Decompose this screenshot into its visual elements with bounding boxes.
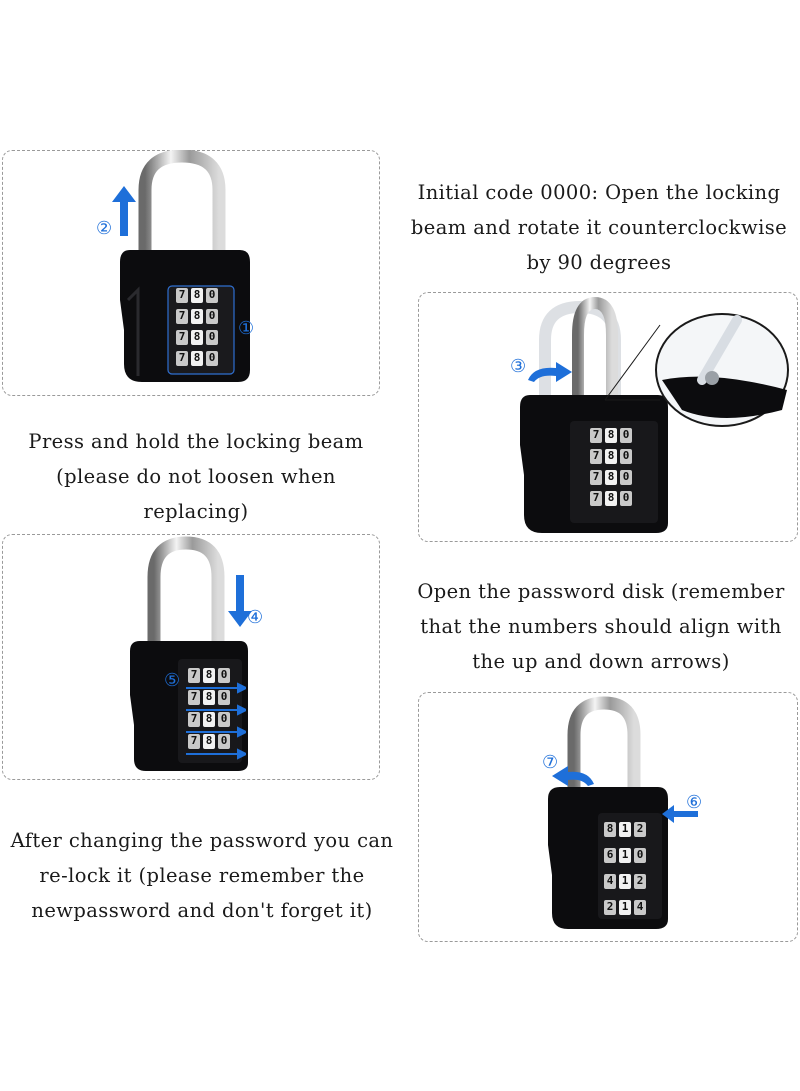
- dial-digit: 8: [605, 491, 617, 506]
- dial-digit: 0: [206, 309, 218, 324]
- dial-digit: 7: [176, 309, 188, 324]
- dial-digit: 7: [176, 330, 188, 345]
- dial-digit: 8: [203, 734, 215, 749]
- caption-line: replacing): [143, 500, 249, 523]
- dial-digit: 0: [218, 690, 230, 705]
- dial-digit: 8: [604, 822, 616, 837]
- dial-digit: 8: [605, 428, 617, 443]
- dial-digit: 8: [203, 712, 215, 727]
- step-marker-4: ④: [247, 607, 264, 628]
- caption-line: the up and down arrows): [472, 650, 730, 673]
- caption-line: Press and hold the locking beam: [28, 430, 364, 453]
- rotate-arrow-icon: [528, 362, 572, 382]
- caption-line: beam and rotate it counterclockwise: [410, 216, 788, 239]
- dial-digit: 8: [191, 288, 203, 303]
- dial-digit: 7: [188, 690, 200, 705]
- dial-digit: 0: [634, 848, 646, 863]
- dial-digit: 0: [218, 668, 230, 683]
- dial-digit: 7: [590, 449, 602, 464]
- step-marker-2: ②: [96, 218, 113, 239]
- step-panel-4: [418, 692, 798, 942]
- dial-digit: 7: [590, 470, 602, 485]
- step-panel-2: [418, 292, 798, 542]
- dial-digit: 1: [619, 822, 631, 837]
- dial-digit: 0: [620, 470, 632, 485]
- zoom-connector-lines: [604, 324, 661, 401]
- step-marker-1: ①: [238, 318, 255, 339]
- dial-digit: 7: [188, 668, 200, 683]
- dial-guide-arrows: [186, 682, 246, 760]
- dial-digit: 0: [218, 734, 230, 749]
- dial-digit: 0: [218, 712, 230, 727]
- dial-digit: 7: [176, 351, 188, 366]
- dial-digit: 7: [176, 288, 188, 303]
- dial-digit: 7: [188, 734, 200, 749]
- caption-line: that the numbers should align with: [420, 615, 782, 638]
- caption-line: by 90 degrees: [526, 251, 672, 274]
- left-arrow-icon: [662, 805, 698, 823]
- dial-digit: 1: [619, 900, 631, 915]
- caption-line: newpassword and don't forget it): [31, 899, 373, 922]
- caption-line: (please do not loosen when: [56, 465, 336, 488]
- step-marker-7: ⑦: [542, 752, 559, 773]
- dial-digit: 8: [191, 330, 203, 345]
- dial-digit: 2: [634, 874, 646, 889]
- dial-digit: 2: [634, 822, 646, 837]
- caption-line: re-lock it (please remember the: [39, 864, 365, 887]
- dial-digit: 8: [203, 668, 215, 683]
- dial-digit: 0: [206, 330, 218, 345]
- dial-digit: 0: [620, 491, 632, 506]
- caption-initial-code: Initial code 0000: Open the locking beam…: [398, 175, 800, 280]
- dial-digit: 8: [191, 309, 203, 324]
- down-arrow-icon: [228, 575, 252, 627]
- dial-digit: 4: [634, 900, 646, 915]
- caption-line: Open the password disk (remember: [417, 580, 785, 603]
- up-arrow-icon: [112, 186, 136, 236]
- rotate-arrow-icon: [552, 766, 594, 786]
- zoom-detail-circle: [655, 313, 789, 427]
- caption-line: Initial code 0000: Open the locking: [417, 181, 781, 204]
- step-marker-6: ⑥: [686, 792, 703, 813]
- caption-press-hold: Press and hold the locking beam (please …: [0, 424, 392, 529]
- step-marker-5: ⑤: [164, 670, 181, 691]
- dial-digit: 7: [590, 428, 602, 443]
- lock-illustration-4: [548, 696, 668, 929]
- dial-digit: 7: [590, 491, 602, 506]
- dial-digit: 1: [619, 848, 631, 863]
- dial-digit: 1: [619, 874, 631, 889]
- dial-digit: 0: [620, 449, 632, 464]
- caption-open-disk: Open the password disk (remember that th…: [402, 574, 800, 679]
- caption-line: After changing the password you can: [10, 829, 394, 852]
- dial-digit: 4: [604, 874, 616, 889]
- step-panel-3: [2, 534, 380, 780]
- dial-digit: 0: [620, 428, 632, 443]
- dial-digit: 6: [604, 848, 616, 863]
- dial-digit: 8: [605, 470, 617, 485]
- step-marker-3: ③: [510, 356, 527, 377]
- dial-digit: 0: [206, 351, 218, 366]
- dial-digit: 2: [604, 900, 616, 915]
- dial-digit: 0: [206, 288, 218, 303]
- dial-digit: 7: [188, 712, 200, 727]
- caption-after-change: After changing the password you can re-l…: [0, 823, 404, 928]
- dial-digit: 8: [191, 351, 203, 366]
- dial-digit: 8: [203, 690, 215, 705]
- dial-digit: 8: [605, 449, 617, 464]
